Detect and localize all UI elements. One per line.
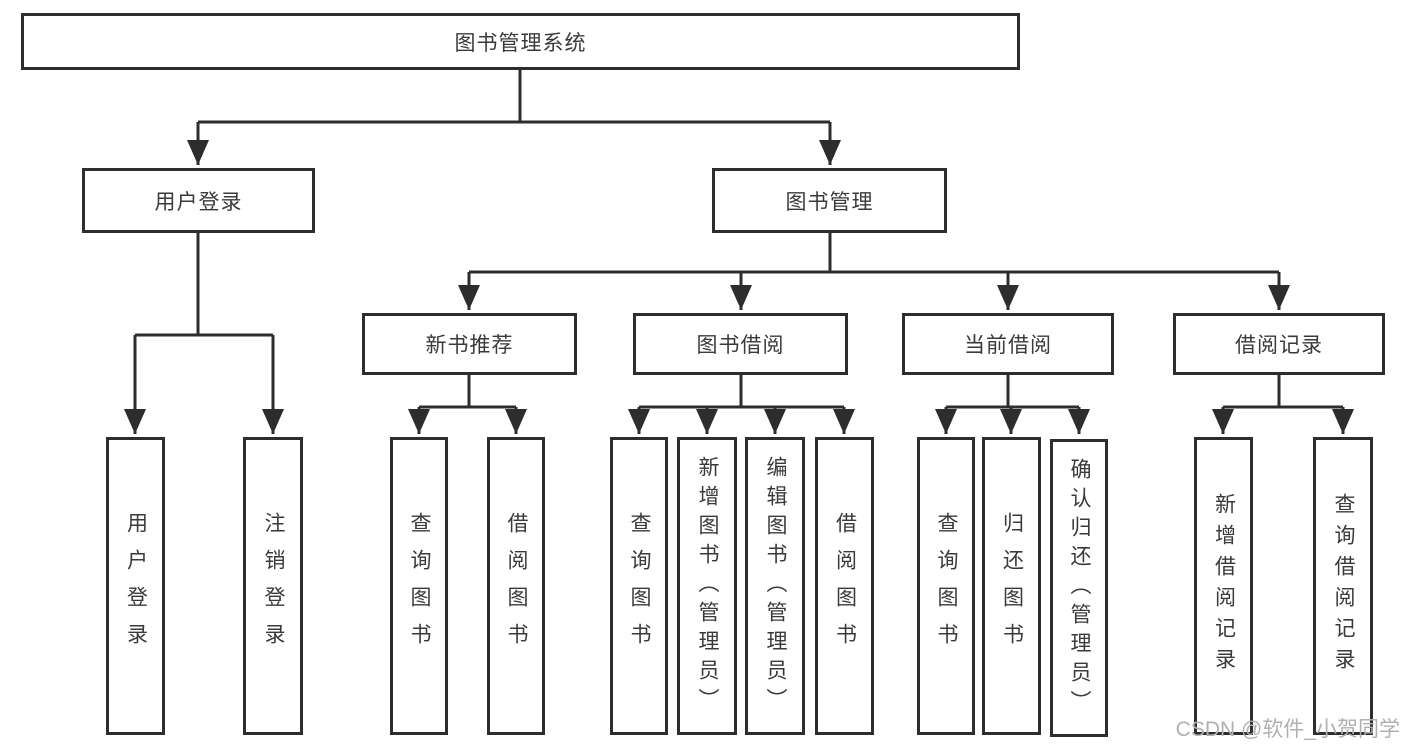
node-user-login: 用户登录 bbox=[82, 168, 315, 233]
leaf-label: 借阅图书 bbox=[505, 512, 528, 660]
connector-borrow-record-split bbox=[1223, 375, 1343, 409]
leaf-label: 查询图书 bbox=[408, 512, 431, 660]
node-borrow-record: 借阅记录 bbox=[1173, 313, 1385, 375]
leaf-add-book-admin: 新增图书（管理员） bbox=[677, 437, 737, 735]
connector-book-borrow-split bbox=[639, 375, 844, 409]
leaf-confirm-return-admin: 确认归还（管理员） bbox=[1050, 439, 1108, 737]
leaf-query-book: 查询图书 bbox=[390, 437, 448, 735]
leaf-label: 注销登录 bbox=[262, 512, 285, 660]
connector-user-login-split bbox=[135, 233, 273, 337]
leaf-label: 查询图书 bbox=[935, 512, 958, 660]
leaf-label: 归还图书 bbox=[1000, 512, 1024, 660]
node-new-book-recommend: 新书推荐 bbox=[362, 313, 577, 375]
leaf-edit-book-admin: 编辑图书（管理员） bbox=[745, 437, 805, 735]
node-label: 图书管理 bbox=[785, 190, 874, 214]
leaf-label: 查询借阅记录 bbox=[1332, 493, 1355, 679]
node-label: 图书管理系统 bbox=[454, 31, 587, 55]
connector-root-split bbox=[198, 70, 830, 124]
csdn-watermark: CSDN @软件_小贺同学 bbox=[1175, 718, 1400, 741]
node-current-borrow: 当前借阅 bbox=[902, 313, 1114, 375]
leaf-borrow-book: 借阅图书 bbox=[815, 437, 874, 735]
leaf-logout: 注销登录 bbox=[243, 437, 303, 735]
connector-book-mgmt-split bbox=[469, 233, 1279, 274]
leaf-label: 编辑图书（管理员） bbox=[764, 455, 787, 717]
node-book-borrow: 图书借阅 bbox=[633, 313, 848, 375]
node-label: 用户登录 bbox=[154, 190, 243, 214]
leaf-label: 新增借阅记录 bbox=[1212, 493, 1236, 679]
leaf-label: 查询图书 bbox=[628, 512, 651, 660]
leaf-user-login: 用户登录 bbox=[106, 437, 165, 735]
leaf-label: 用户登录 bbox=[124, 512, 148, 660]
leaf-label: 借阅图书 bbox=[833, 512, 857, 660]
leaf-borrow-book: 借阅图书 bbox=[487, 437, 545, 735]
leaf-label: 确认归还（管理员） bbox=[1068, 457, 1091, 719]
leaf-query-borrow-record: 查询借阅记录 bbox=[1313, 437, 1373, 735]
leaf-query-book: 查询图书 bbox=[610, 437, 668, 735]
node-root-system: 图书管理系统 bbox=[21, 13, 1020, 70]
node-label: 新书推荐 bbox=[425, 334, 514, 357]
node-label: 当前借阅 bbox=[964, 334, 1052, 357]
leaf-return-book: 归还图书 bbox=[982, 437, 1041, 735]
leaf-add-borrow-record: 新增借阅记录 bbox=[1194, 437, 1253, 735]
connector-current-borrow-split bbox=[946, 375, 1079, 409]
leaf-query-book: 查询图书 bbox=[917, 437, 975, 735]
connector-new-book-split bbox=[419, 375, 516, 409]
node-label: 图书借阅 bbox=[696, 334, 785, 357]
node-book-management: 图书管理 bbox=[712, 168, 947, 233]
leaf-label: 新增图书（管理员） bbox=[696, 455, 719, 717]
node-label: 借阅记录 bbox=[1235, 334, 1323, 357]
